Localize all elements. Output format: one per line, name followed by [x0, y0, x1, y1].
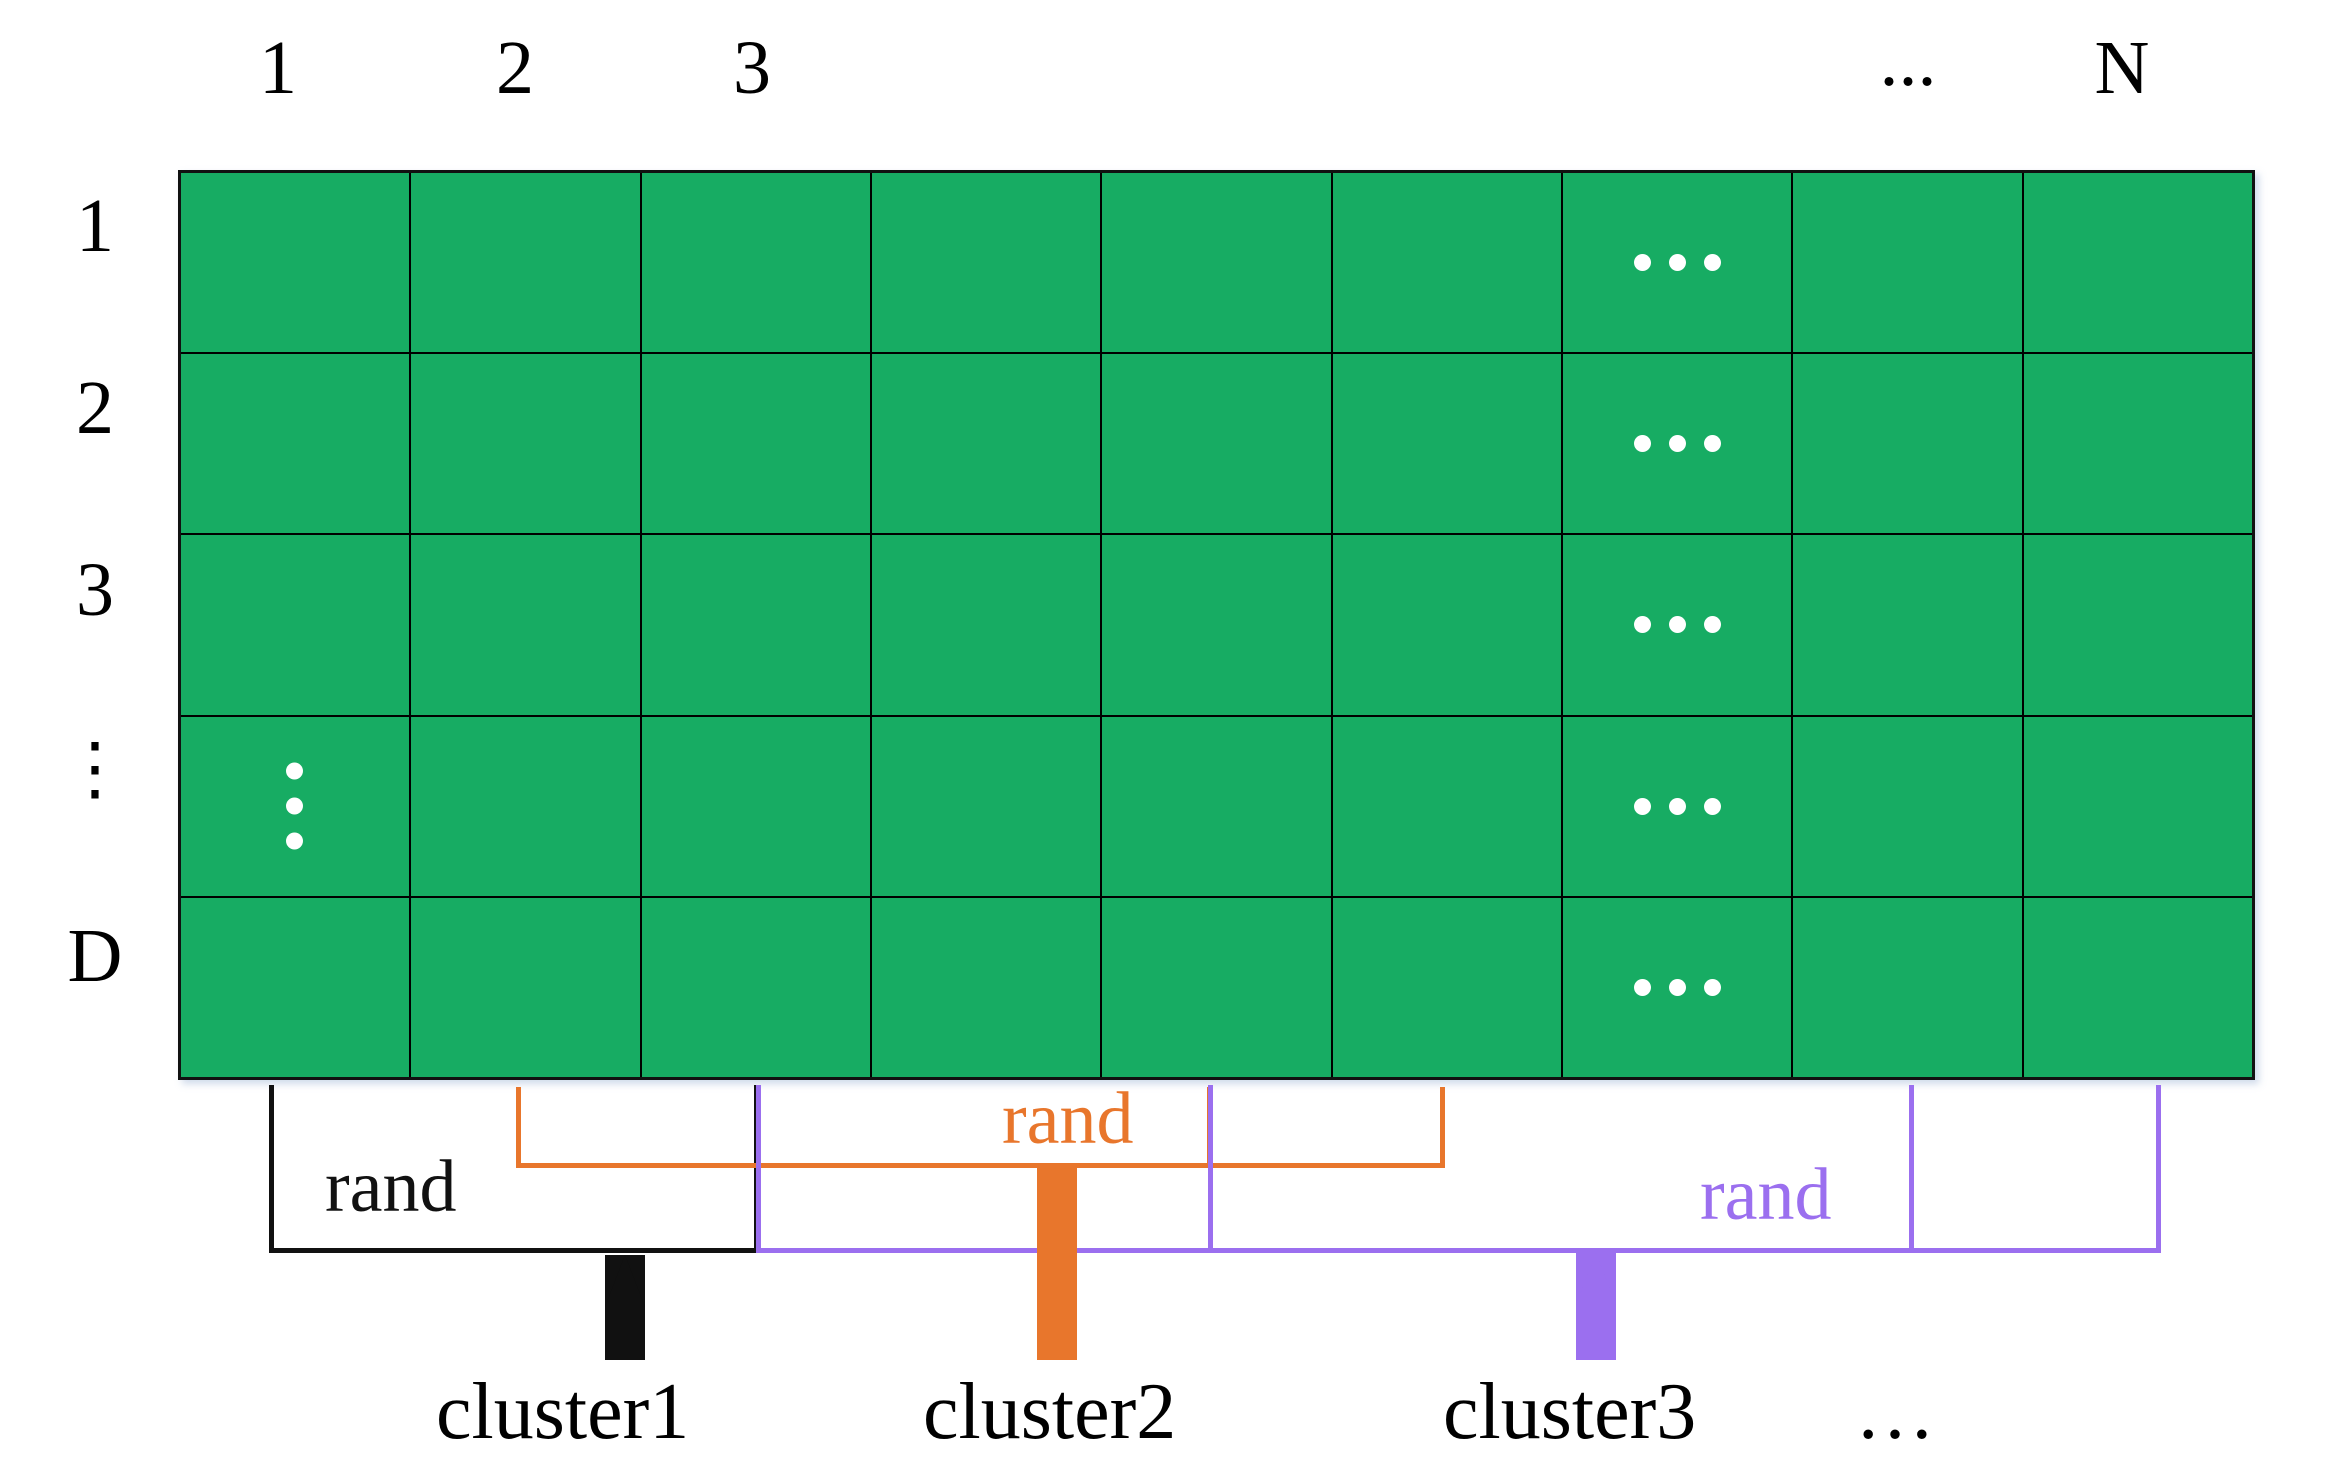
matrix-cell-vertical-ellipsis: [181, 716, 410, 896]
column-header-1: 1: [259, 26, 297, 110]
matrix-cell: [1793, 173, 2022, 353]
matrix-cell: [2023, 354, 2252, 534]
matrix-cell: [2023, 716, 2252, 896]
row-header-D: D: [67, 914, 123, 998]
column-header-3: 3: [733, 26, 771, 110]
matrix-cell: [641, 897, 870, 1077]
matrix-cell: [1793, 354, 2022, 534]
matrix-cell: [871, 897, 1101, 1077]
horizontal-ellipsis-icon: [1633, 616, 1721, 634]
matrix-cell: [641, 535, 870, 715]
arrow-shaft: [622, 1295, 627, 1360]
column-header-ellipsis: ...: [1879, 18, 1937, 102]
column-header-N: N: [2094, 26, 2150, 110]
vertical-ellipsis-icon: [286, 762, 303, 850]
row-header-ellipsis: ⋮: [60, 731, 130, 808]
matrix-cell-ellipsis: [1562, 354, 1792, 534]
matrix-cell: [1102, 354, 1331, 534]
cluster1-bracket-bottom: [269, 1248, 759, 1253]
row-header-3: 3: [76, 548, 114, 632]
matrix-cell: [411, 535, 640, 715]
matrix-cell: [641, 354, 870, 534]
cluster3-bracket-right-edge: [2156, 1085, 2161, 1253]
cluster3-caption: cluster3: [1443, 1368, 1697, 1456]
matrix-cell: [1102, 897, 1331, 1077]
matrix-cell-ellipsis: [1562, 716, 1792, 896]
horizontal-ellipsis-icon: [1633, 435, 1721, 453]
row-header-1: 1: [76, 184, 114, 268]
matrix-cell: [2023, 897, 2252, 1077]
matrix-cell-ellipsis: [1562, 897, 1792, 1077]
arrow-shaft: [1593, 1293, 1598, 1360]
matrix-cell: [411, 716, 640, 896]
matrix-cell: [181, 535, 410, 715]
row-header-2: 2: [76, 366, 114, 450]
cluster2-bracket-bottom: [516, 1163, 1445, 1168]
cluster3-arrow-icon: [1576, 1253, 1616, 1360]
matrix-cell: [871, 173, 1101, 353]
matrix-cell: [641, 716, 870, 896]
matrix-cell: [1332, 535, 1561, 715]
horizontal-ellipsis-icon: [1633, 978, 1721, 996]
cluster3-bracket-bottom: [756, 1248, 2161, 1253]
horizontal-ellipsis-icon: [1633, 254, 1721, 272]
cluster1-arrow-icon: [605, 1255, 645, 1360]
matrix-cell: [411, 354, 640, 534]
matrix-cell: [1102, 173, 1331, 353]
cluster3-bracket-left-edge: [756, 1085, 761, 1253]
matrix-cell: [2023, 535, 2252, 715]
matrix-cell: [1793, 535, 2022, 715]
matrix-cell: [1332, 897, 1561, 1077]
cluster2-caption: cluster2: [923, 1368, 1177, 1456]
matrix-cell: [871, 535, 1101, 715]
matrix-cell: [1332, 716, 1561, 896]
horizontal-ellipsis-icon: [1633, 797, 1721, 815]
cluster3-bracket-right2-edge: [1909, 1085, 1914, 1253]
matrix-cell: [411, 897, 640, 1077]
cluster2-bracket-right-edge: [1440, 1087, 1445, 1167]
cluster-more-caption: …: [1855, 1368, 1935, 1456]
cluster2-bracket-left-edge: [516, 1087, 521, 1167]
matrix-cell: [2023, 173, 2252, 353]
matrix-cell: [181, 173, 410, 353]
matrix-cell: [641, 173, 870, 353]
cluster2-arrow-icon: [1037, 1168, 1077, 1360]
matrix-cell: [1332, 173, 1561, 353]
matrix-cell: [181, 354, 410, 534]
cluster2-rand-label: rand: [1002, 1078, 1134, 1160]
matrix-cell: [871, 716, 1101, 896]
matrix-cell: [411, 173, 640, 353]
matrix-cell: [1793, 716, 2022, 896]
matrix-cell: [181, 897, 410, 1077]
cluster3-bracket-mid-edge: [1208, 1085, 1213, 1253]
matrix-cell-ellipsis: [1562, 173, 1792, 353]
arrow-shaft: [1054, 1208, 1059, 1360]
matrix-cell: [1102, 535, 1331, 715]
matrix-cell-ellipsis: [1562, 535, 1792, 715]
cluster1-caption: cluster1: [436, 1368, 690, 1456]
column-header-2: 2: [496, 26, 534, 110]
matrix-cell: [871, 354, 1101, 534]
matrix-cell: [1102, 716, 1331, 896]
matrix-cell: [1793, 897, 2022, 1077]
cluster3-rand-label: rand: [1700, 1154, 1832, 1236]
data-matrix: [178, 170, 2255, 1080]
cluster1-rand-label: rand: [325, 1146, 457, 1228]
cluster1-bracket-left-edge: [269, 1085, 274, 1253]
matrix-cell: [1332, 354, 1561, 534]
